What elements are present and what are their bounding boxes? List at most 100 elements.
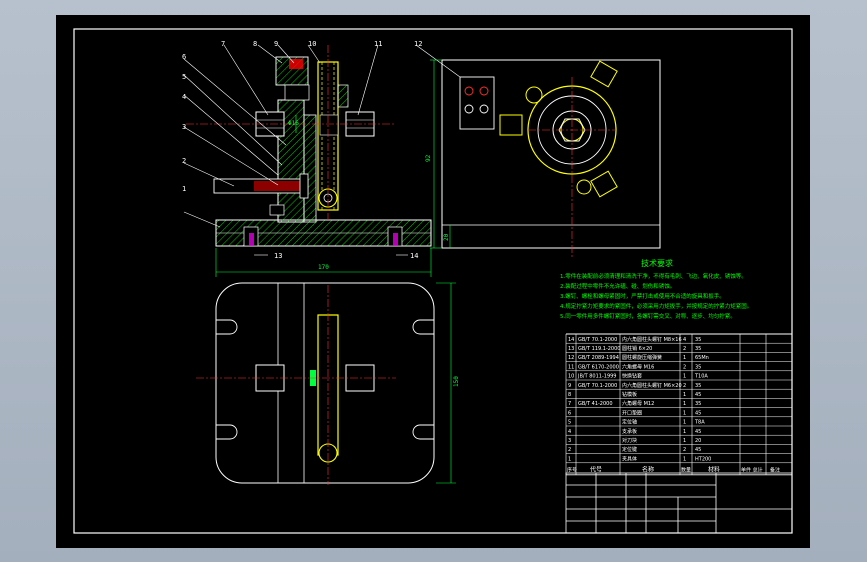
dimension-side-height: 92 20 — [425, 59, 451, 249]
bom-row-code: GB/T 70.1-2000 — [578, 383, 617, 389]
drawing-canvas: 170 Φ16 1 2 3 4 5 6 7 8 9 10 11 12 13 14 — [73, 28, 793, 534]
bom-row-code: GB/T 2089-1994 — [578, 355, 619, 361]
bom-row-seq: 4 — [568, 429, 571, 435]
bom-header-remark: 备注 — [770, 466, 780, 473]
balloon-10: 10 — [308, 40, 316, 48]
part-balloons — [183, 44, 461, 256]
bom-row-material: 45 — [695, 429, 701, 435]
bom-row-name: 钻模板 — [622, 391, 637, 398]
bom-row-name: 支承板 — [622, 428, 637, 435]
balloon-1: 1 — [182, 185, 186, 193]
drawing-sheet: 170 Φ16 1 2 3 4 5 6 7 8 9 10 11 12 13 14 — [56, 15, 810, 548]
side-view — [441, 59, 661, 257]
bom-row-name: 圆柱螺旋压缩弹簧 — [622, 354, 662, 361]
notes-title: 技术要求 — [641, 258, 673, 268]
notes-line-5: 5.同一零件用多件螺钉紧固时，各螺钉需交叉、对称、逐步、均匀拧紧。 — [560, 312, 736, 320]
bom-row-qty: 2 — [683, 383, 686, 389]
bom-row-seq: 10 — [568, 374, 574, 380]
bom-row-qty: 1 — [683, 429, 686, 435]
bom-row-seq: 3 — [568, 438, 571, 444]
bom-row-code: GB/T 41-2000 — [578, 401, 613, 407]
bom-header-material: 材料 — [708, 465, 720, 473]
front-section-view — [186, 45, 432, 247]
dim-bore-text: Φ16 — [288, 120, 299, 127]
bom-row-material: T10A — [694, 374, 708, 380]
bom-row-seq: 8 — [568, 392, 571, 398]
bom-row-material: 35 — [695, 337, 701, 343]
balloon-13: 13 — [274, 252, 282, 260]
bom-row-code: GB/T 70.1-2000 — [578, 337, 617, 343]
balloon-6: 6 — [182, 53, 186, 61]
bom-row-material: 45 — [695, 447, 701, 453]
bom-header-seq: 序号 — [567, 466, 577, 473]
bom-row-name: 内六角圆柱头螺钉 M8×16 — [622, 336, 682, 343]
bom-row-seq: 13 — [568, 346, 574, 352]
bom-row-qty: 2 — [683, 346, 686, 352]
title-block — [565, 472, 793, 534]
bom-header-name: 名称 — [642, 465, 654, 473]
technical-notes: 技术要求 1.零件在装配前必须清理和清洗干净，不得有毛刺、飞边、氧化皮、锈蚀等。… — [560, 258, 752, 320]
bom-row-seq: 6 — [568, 410, 571, 416]
balloon-7: 7 — [221, 40, 225, 48]
balloon-11: 11 — [374, 40, 382, 48]
balloon-9: 9 — [274, 40, 278, 48]
bom-row-material: 65Mn — [695, 355, 709, 361]
bom-row-qty: 1 — [683, 438, 686, 444]
bom-row-qty: 1 — [683, 355, 686, 361]
dimension-front-width: 170 — [215, 248, 432, 277]
bom-row-seq: 9 — [568, 383, 571, 389]
bom-row-material: 35 — [695, 364, 701, 370]
bom-row-qty: 1 — [683, 456, 686, 462]
bom-row-name: 夹具体 — [622, 455, 637, 462]
bom-row-qty: 4 — [683, 337, 686, 343]
bom-row-name: 开口垫圈 — [622, 409, 642, 416]
bom-row-qty: 1 — [683, 420, 686, 426]
dimension-plan-height: 150 — [436, 282, 460, 484]
bom-row-material: 35 — [695, 401, 701, 407]
bom-row-seq: 11 — [568, 364, 574, 370]
bom-row-qty: 2 — [683, 364, 686, 370]
inner-border — [73, 28, 793, 534]
bom-row-qty: 1 — [683, 374, 686, 380]
bom-header-unit-total: 单件 总计 — [741, 466, 763, 473]
bom-row-seq: 1 — [568, 456, 571, 462]
dim-front-width-text: 170 — [318, 264, 329, 271]
plan-view — [196, 282, 435, 485]
bom-row-name: 定位轴 — [622, 419, 637, 426]
notes-line-3: 3.螺钉、螺栓和螺母紧固时，严禁打击或使用不合适的旋具和扳手。 — [560, 292, 725, 300]
notes-line-2: 2.装配过程中零件不允许磕、碰、划伤和锈蚀。 — [560, 282, 675, 290]
balloon-labels: 1 2 3 4 5 6 7 8 9 10 11 12 13 14 — [182, 40, 422, 260]
dim-side-height-text: 92 — [425, 154, 432, 162]
bom-row-material: 45 — [695, 392, 701, 398]
bom-row-material: 20 — [695, 438, 701, 444]
bom-row-name: 定位键 — [622, 446, 637, 453]
bom-row-qty: 1 — [683, 401, 686, 407]
bom-row-seq: 12 — [568, 355, 574, 361]
bom-header-qty: 数量 — [681, 466, 691, 473]
bom-header-code: 代号 — [590, 465, 602, 473]
notes-line-1: 1.零件在装配前必须清理和清洗干净，不得有毛刺、飞边、氧化皮、锈蚀等。 — [560, 272, 747, 280]
balloon-5: 5 — [182, 73, 186, 81]
bom-row-seq: 14 — [568, 337, 574, 343]
bom-row-seq: 7 — [568, 401, 571, 407]
bom-row-name: 快换钻套 — [622, 373, 642, 380]
bom-row-code: GB/T 119.1-2000 — [578, 346, 620, 352]
bom-row-seq: 5 — [568, 420, 571, 426]
balloon-8: 8 — [253, 40, 257, 48]
bom-row-code: JB/T 8011-1999 — [577, 374, 617, 380]
bom-row-qty: 1 — [683, 410, 686, 416]
bom-row-qty: 1 — [683, 392, 686, 398]
bom-row-seq: 2 — [568, 447, 571, 453]
balloon-4: 4 — [182, 93, 186, 101]
bom-row-material: T8A — [694, 420, 705, 426]
bom-row-material: HT200 — [695, 456, 711, 462]
balloon-12: 12 — [414, 40, 422, 48]
bom-row-material: 35 — [695, 346, 701, 352]
dim-plan-height-text: 150 — [453, 376, 460, 387]
bom-row-name: 对刀块 — [622, 437, 637, 444]
bom-row-name: 六角螺母 M12 — [622, 400, 654, 407]
balloon-2: 2 — [182, 157, 186, 165]
balloon-14: 14 — [410, 252, 418, 260]
dim-side-base-text: 20 — [443, 233, 450, 241]
